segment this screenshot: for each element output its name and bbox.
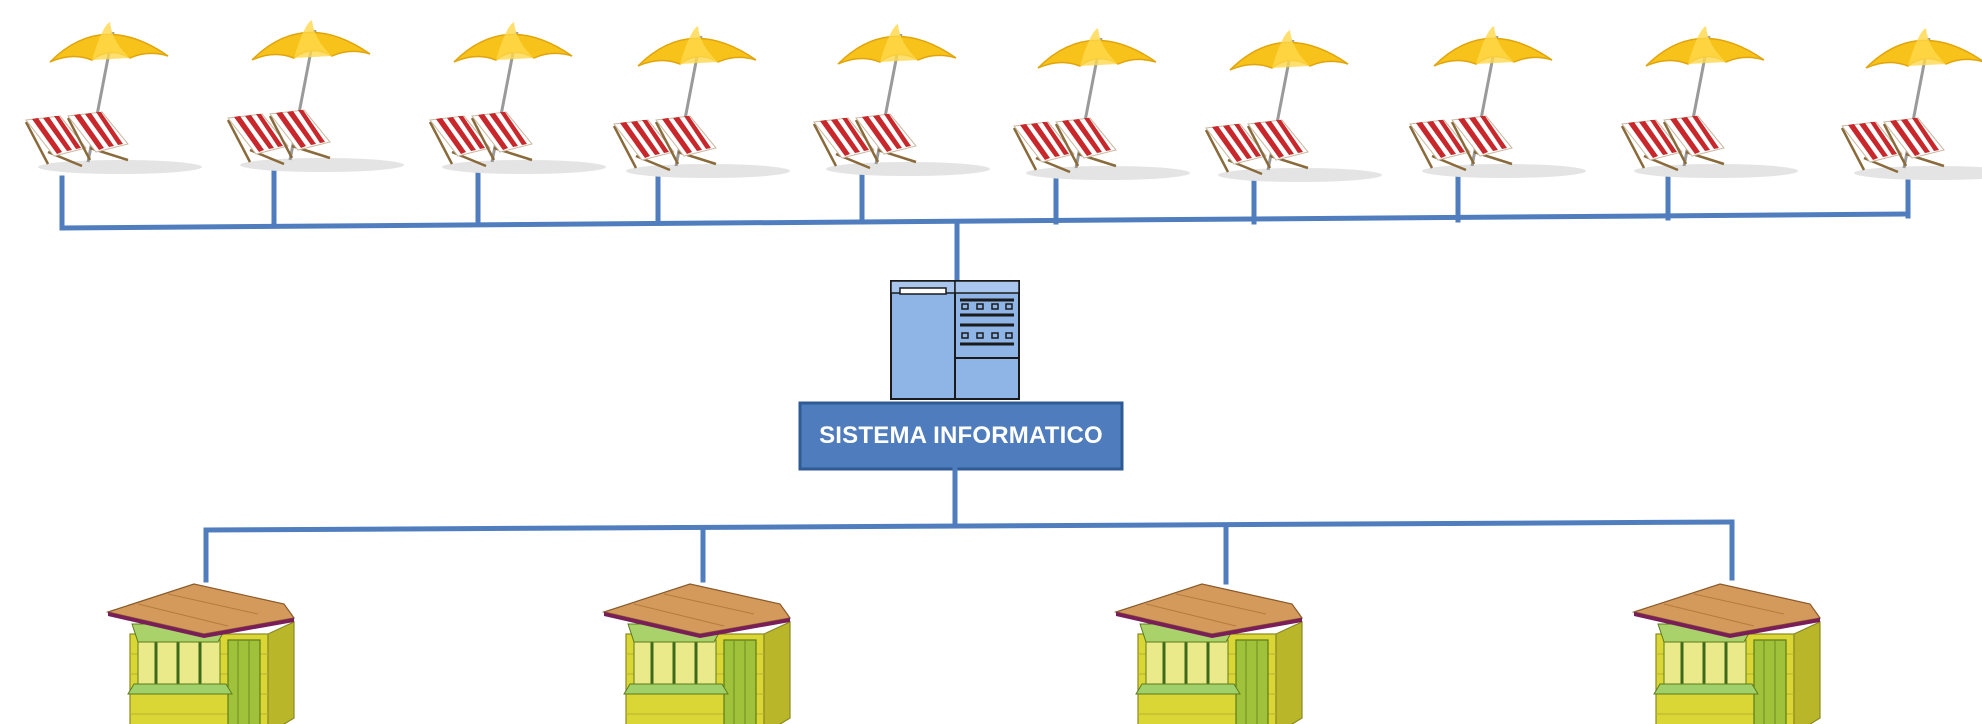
beach-umbrella-chairs-icon (226, 18, 406, 174)
wooden-kiosk-icon (602, 582, 792, 724)
beach-umbrella-chairs-icon (1408, 24, 1588, 180)
wooden-kiosk-icon (1632, 582, 1822, 724)
beach-umbrella-chairs-icon (612, 24, 792, 180)
beach-umbrella-chairs-icon (1204, 28, 1384, 184)
beach-umbrella-chairs-icon (24, 20, 204, 176)
hub-box (798, 401, 1124, 471)
beach-umbrella-chairs-icon (428, 20, 608, 176)
top-nodes (24, 18, 1982, 184)
beach-umbrella-chairs-icon (1840, 26, 1982, 182)
top-bus (59, 167, 1911, 285)
beach-umbrella-chairs-icon (812, 22, 992, 178)
beach-umbrella-chairs-icon (1620, 24, 1800, 180)
wooden-kiosk-icon (106, 582, 296, 724)
wooden-kiosk-icon (1114, 582, 1304, 724)
bottom-bus (203, 466, 1735, 585)
beach-umbrella-chairs-icon (1012, 26, 1192, 182)
server-computer-icon (890, 280, 1020, 400)
hub-label: SISTEMA INFORMATICO (819, 422, 1103, 449)
bottom-nodes (106, 582, 1822, 724)
